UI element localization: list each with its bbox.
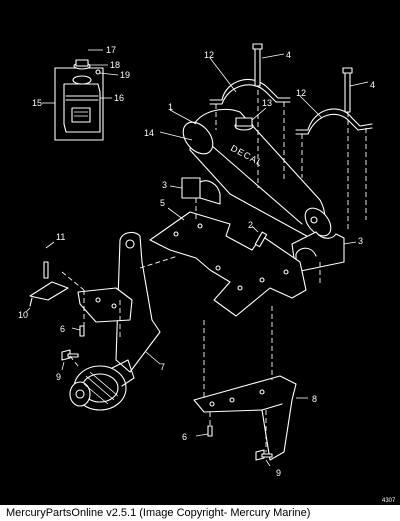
callout-labels: 1 2 3 3 4 4 5 6 6 7 8 9 9 10 11 12 12 13… <box>18 45 375 478</box>
callout-4: 4 <box>370 80 375 90</box>
coolant-reservoir-assembly <box>42 49 119 141</box>
callout-19: 19 <box>120 70 130 80</box>
callout-14: 14 <box>144 128 154 138</box>
bolt-2 <box>251 225 268 248</box>
assembly-leader-lines <box>61 90 367 452</box>
saddle-blocks <box>169 177 357 273</box>
alternator <box>69 359 135 411</box>
callout-6: 6 <box>182 432 187 442</box>
callout-3: 3 <box>162 180 167 190</box>
callout-2: 2 <box>248 220 253 230</box>
figure-code: 4307 <box>382 498 396 504</box>
callout-4: 4 <box>286 50 291 60</box>
coolant-tank: DECAL <box>159 107 332 241</box>
fasteners-lower <box>195 425 273 467</box>
callout-15: 15 <box>32 98 42 108</box>
bracket-8 <box>193 375 308 461</box>
callout-5: 5 <box>160 198 165 208</box>
callout-18: 18 <box>110 60 120 70</box>
callout-1: 1 <box>168 102 173 112</box>
callout-10: 10 <box>18 310 28 320</box>
callout-3: 3 <box>358 236 363 246</box>
bracket-assembly <box>25 231 161 373</box>
mounting-plate <box>149 207 307 317</box>
copyright-footer: MercuryPartsOnline v2.5.1 (Image Copyrig… <box>6 507 311 519</box>
fasteners-left <box>61 325 85 371</box>
callout-17: 17 <box>106 45 116 55</box>
callout-12: 12 <box>204 50 214 60</box>
callout-6: 6 <box>60 324 65 334</box>
callout-16: 16 <box>114 93 124 103</box>
callout-11: 11 <box>56 232 65 242</box>
callout-9: 9 <box>276 468 281 478</box>
callout-7: 7 <box>160 362 165 372</box>
callout-9: 9 <box>56 372 61 382</box>
callout-13: 13 <box>262 98 272 108</box>
callout-8: 8 <box>312 394 317 404</box>
callout-12: 12 <box>296 88 306 98</box>
mounting-straps <box>209 43 373 135</box>
footer-bar <box>0 505 400 521</box>
